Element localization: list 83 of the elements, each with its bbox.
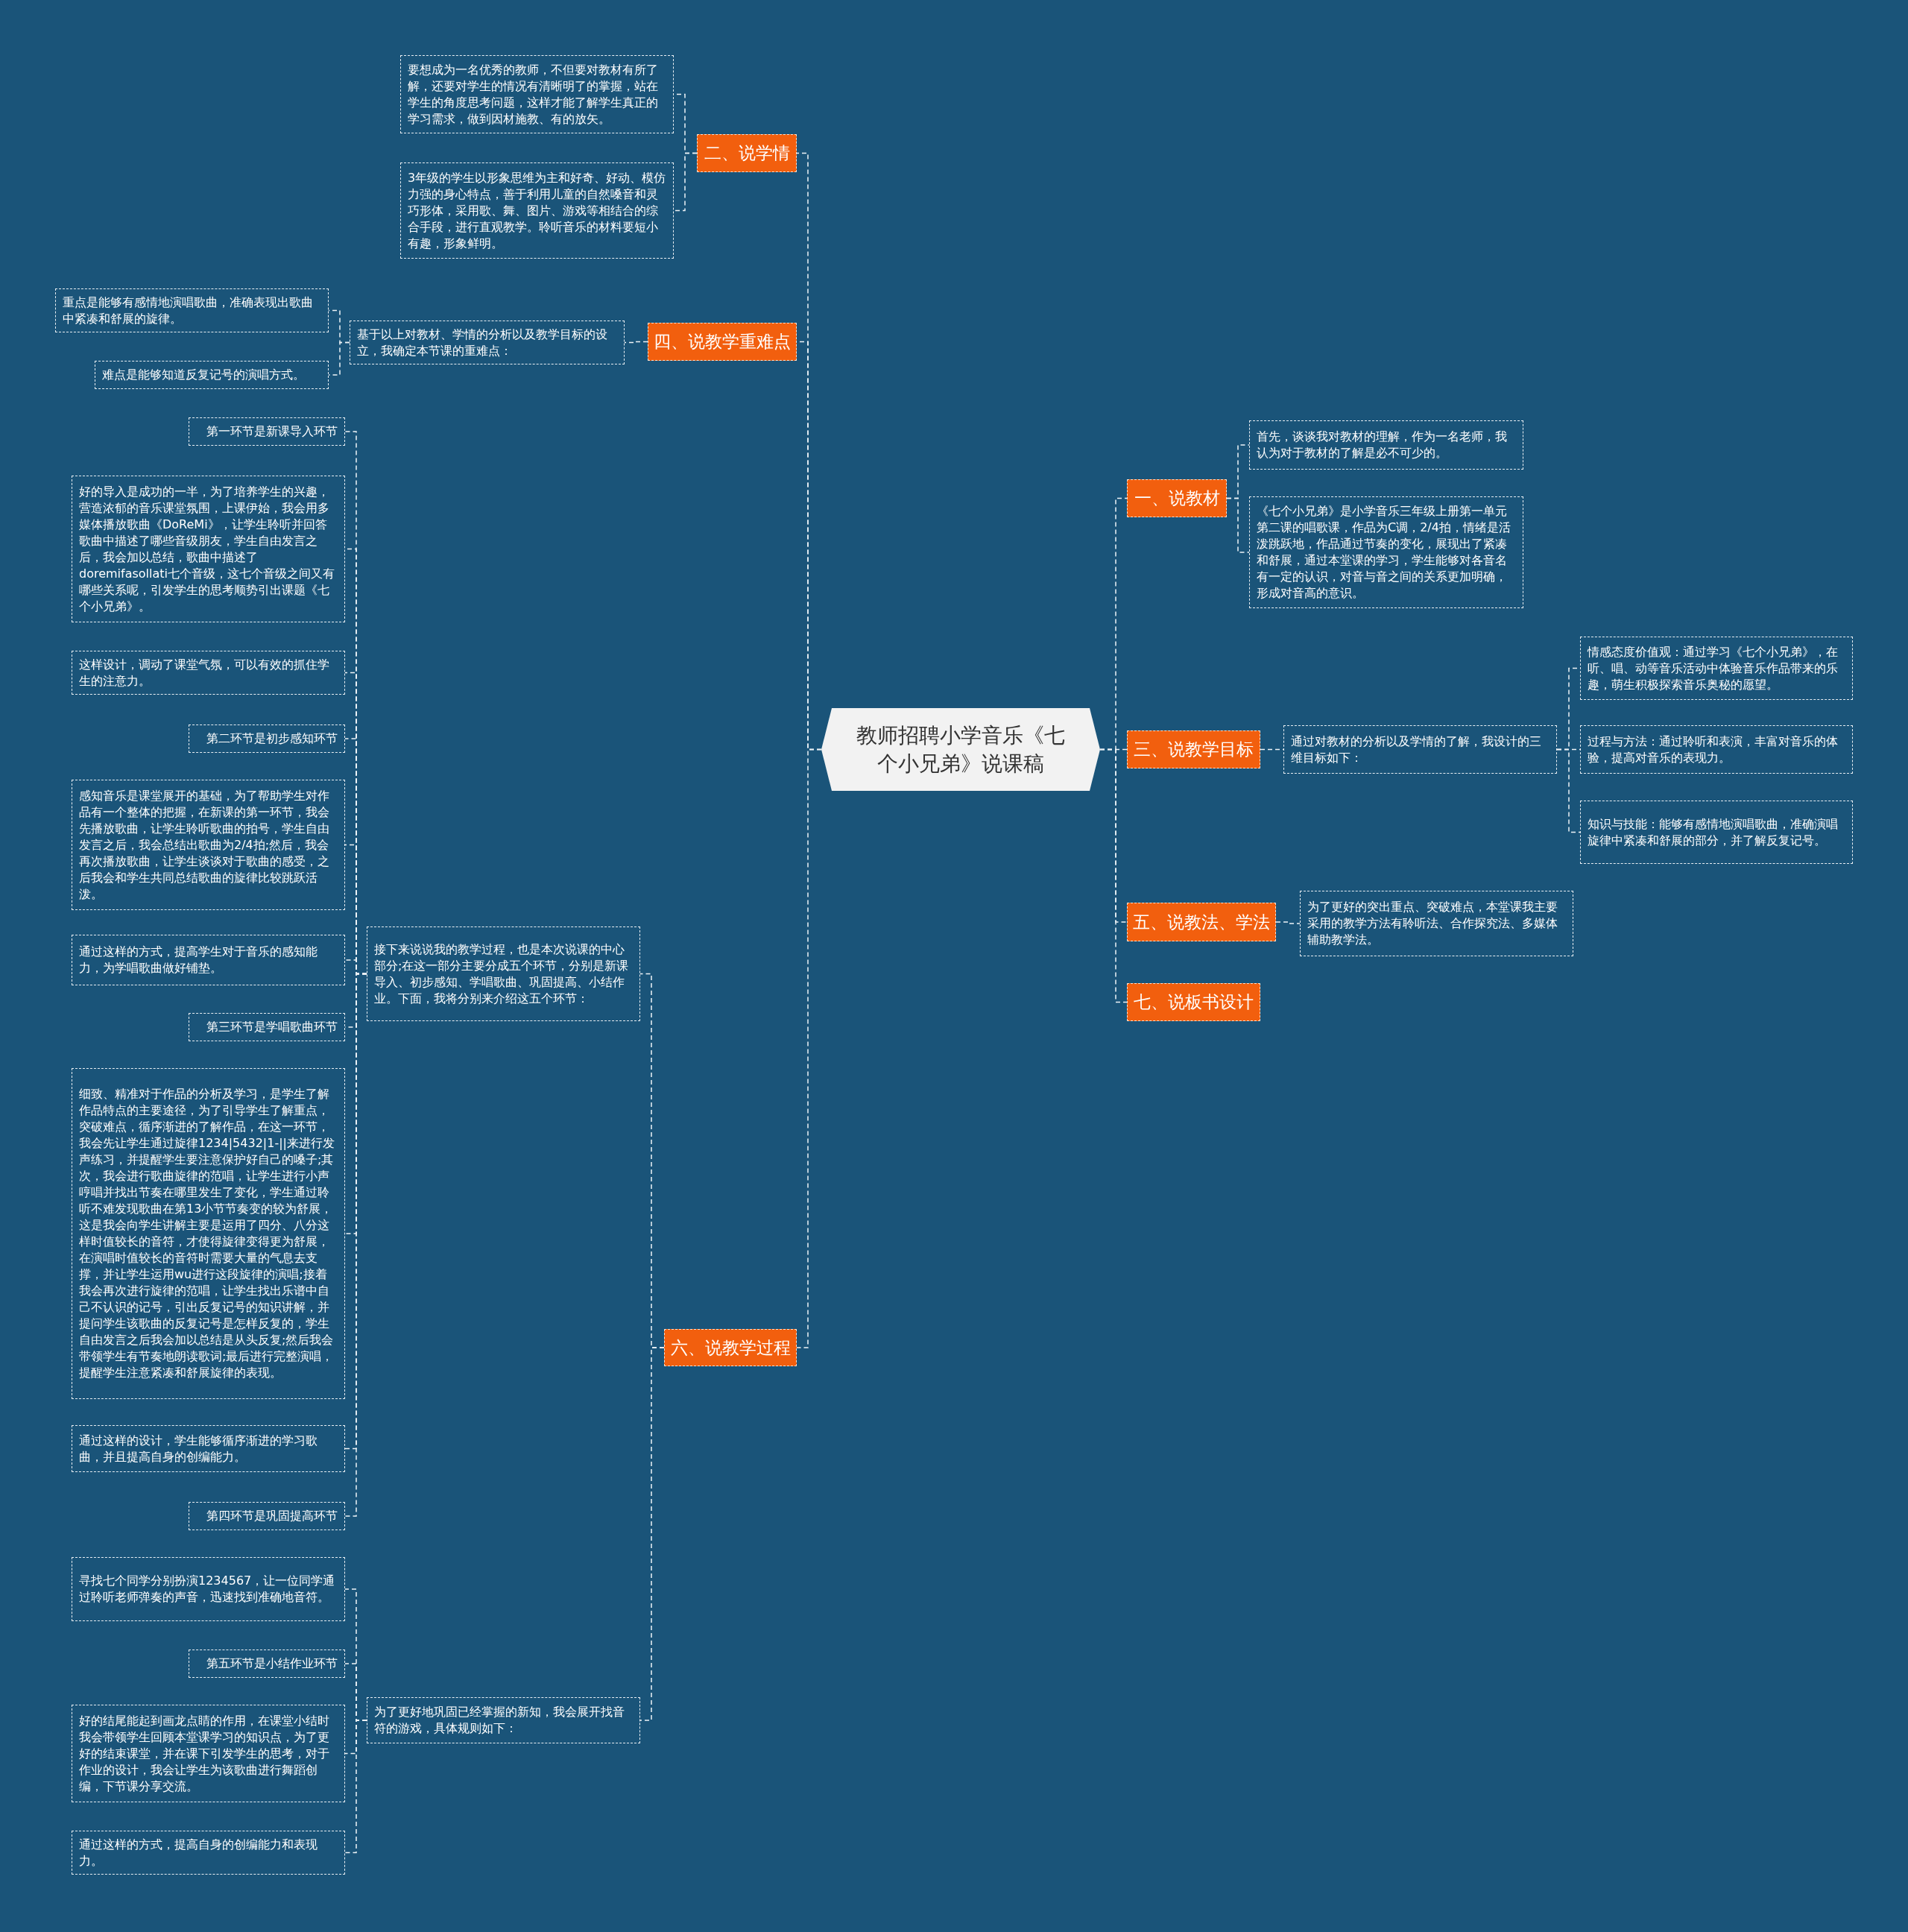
note-box xyxy=(189,1650,345,1678)
topic-text: 六、说教学过程 xyxy=(670,1336,791,1359)
note-text: 要想成为一名优秀的教师，不但要对教材有所了解，还要对学生的情况有清晰明了的掌握，站在学生的角度思考问题，这样才能了解学生真正的学习需求，做到因材施教、有的放矢。 xyxy=(408,61,659,127)
note-text: 难点是能够知道反复记号的演唱方式。 xyxy=(102,367,305,383)
connector-line xyxy=(673,152,698,212)
note-box xyxy=(72,1425,345,1472)
note-box xyxy=(1249,496,1523,608)
topic-box xyxy=(1127,730,1260,768)
topic-box xyxy=(1127,983,1260,1021)
note-text: 通过这样的方式，提高学生对于音乐的感知能力，为学唱歌曲做好铺垫。 xyxy=(79,944,318,976)
note-box xyxy=(189,1502,345,1530)
note-box xyxy=(350,321,625,364)
note-box xyxy=(1580,725,1853,774)
topic-text: 二、说学情 xyxy=(704,142,790,164)
note-text: 好的导入是成功的一半，为了培养学生的兴趣，营造浓郁的音乐课堂氛围，上课伊始，我会用多媒体播放歌曲《DoReMi》，让学生聆听并回答歌曲中描述了哪些音级朋友，学生自由发言之后，我会加以总结，歌曲中描述了doremifasollati七个音级，这七个音级之间又有哪些关系呢，引发学生的思考顺势引出课题《七个小兄弟》。 xyxy=(79,483,336,615)
note-box xyxy=(189,417,345,446)
note-box xyxy=(1300,891,1573,956)
connector-line xyxy=(1260,748,1284,751)
topic-box xyxy=(1127,479,1227,517)
connector-line xyxy=(639,1347,665,1721)
note-box xyxy=(95,361,329,389)
note-text: 重点是能够有感情地演唱歌曲，准确表现出歌曲中紧凑和舒展的旋律。 xyxy=(63,294,314,327)
note-box xyxy=(189,1013,345,1041)
note-text: 好的结尾能起到画龙点睛的作用，在课堂小结时我会带领学生回顾本堂课学习的知识点，为了更好的结束课堂，并在课下引发学生的思考，对于作业的设计，我会让学生为该歌曲进行舞蹈创编，下节课分享交流。 xyxy=(79,1712,330,1795)
note-text: 知识与技能：能够有感情地演唱歌曲，准确演唱旋律中紧凑和舒展的部分，并了解反复记号。 xyxy=(1588,815,1839,849)
note-box xyxy=(400,55,674,133)
note-text: 首先，谈谈我对教材的理解，作为一名老师，我认为对于教材的了解是必不可少的。 xyxy=(1257,429,1508,461)
note-text: 接下来说说我的教学过程，也是本次说课的中心部分;在这一部分主要分成五个环节，分别是新课导入、初步感知、学唱歌曲、巩固提高、小结作业。下面，我将分别来介绍这五个环节： xyxy=(374,941,630,1007)
note-text: 为了更好的突出重点、突破难点，本堂课我主要采用的教学方法有聆听法、合作探究法、多媒体辅助教学法。 xyxy=(1307,899,1558,948)
connector-line xyxy=(624,341,648,344)
note-box xyxy=(367,926,640,1021)
note-text: 感知音乐是课堂展开的基础，为了帮助学生对作品有一个整体的把握，在新课的第一环节，我会先播放歌曲，让学生聆听歌曲的拍号，学生自由发言之后，我会总结出歌曲为2/4拍;然后，我会再次播放歌曲，让学生谈谈对于歌曲的感受，之后我会和学生共同总结歌曲的旋律比较跳跃活泼。 xyxy=(79,787,330,903)
connector-line xyxy=(1226,497,1250,553)
title-text: 教师招聘小学音乐《七个小兄弟》说课稿 xyxy=(856,722,1066,777)
connector-line xyxy=(1099,748,1128,1003)
note-text: 第三环节是学唱歌曲环节 xyxy=(206,1019,338,1035)
topic-box xyxy=(664,1329,797,1366)
topic-text: 一、说教材 xyxy=(1134,487,1220,509)
note-text: 细致、精准对于作品的分析及学习，是学生了解作品特点的主要途径，为了引导学生了解重点，突破难点，循序渐进的了解作品，在这一环节，我会先让学生通过旋律1234|5432|1-||来进行发声练习，并提醒学生要注意保护好自己的嗓子;其次，我会进行歌曲旋律的范唱，让学生进行小声哼唱并找出节奏在哪里发生了变化，学生通过聆听不难发现歌曲在第13小节节奏变的较为舒展，这是我会向学生讲解主要是运用了四分、八分这样时值较长的音符，才使得旋律变得更为舒展，在演唱时值较长的音符时需要大量的气息去支撑，并让学生运用wu进行这段旋律的演唱;接着我会再次进行旋律的范唱，让学生找出乐谱中自己不认识的记号，引出反复记号的知识讲解，并提问学生该歌曲的反复记号是怎样反复的，学生自由发言之后我会加以总结是从头反复;然后我会带领学生有节奏地朗读歌词;最后进行完整演唱，提醒学生注意紧凑和舒展旋律的表现。 xyxy=(79,1086,335,1381)
note-box xyxy=(1283,725,1557,774)
note-text: 3年级的学生以形象思维为主和好奇、好动、模仿力强的身心特点，善于利用儿童的自然嗓音和灵巧形体，采用歌、舞、图片、游戏等相结合的综合手段，进行直观教学。聆听音乐的材料要短小有趣，形象鲜明。 xyxy=(408,169,666,252)
topic-box xyxy=(1127,903,1276,941)
note-text: 通过这样的设计，学生能够循序渐进的学习歌曲，并且提高自身的创编能力。 xyxy=(79,1432,318,1465)
topic-text: 七、说板书设计 xyxy=(1134,991,1254,1013)
note-text: 《七个小兄弟》是小学音乐三年级上册第一单元第二课的唱歌课，作品为C调，2/4拍，情绪是活泼跳跃地，作品通过节奏的变化，展现出了紧凑和舒展，通过本堂课的学习，学生能够对各音名有一定的认识，对音与音之间的关系更加明确，形成对音高的意识。 xyxy=(1257,503,1511,602)
connector-line xyxy=(1275,921,1301,924)
topic-box xyxy=(648,323,797,361)
note-text: 基于以上对教材、学情的分析以及教学目标的设立，我确定本节课的重难点： xyxy=(357,326,608,359)
note-text: 第五环节是小结作业环节 xyxy=(206,1655,338,1672)
note-box xyxy=(72,780,345,910)
note-box xyxy=(189,724,345,753)
connector-line xyxy=(1556,748,1581,833)
note-box xyxy=(1580,801,1853,864)
note-text: 为了更好地巩固已经掌握的新知，我会展开找音符的游戏，具体规则如下： xyxy=(374,1704,625,1737)
note-text: 情感态度价值观：通过学习《七个小兄弟》，在听、唱、动等音乐活动中体验音乐作品带来的乐趣，萌生积极探索音乐奥秘的愿望。 xyxy=(1588,643,1839,693)
note-box xyxy=(1249,420,1523,470)
connector-line xyxy=(328,341,350,376)
note-box xyxy=(72,1068,345,1399)
note-box xyxy=(367,1697,640,1743)
note-box xyxy=(72,1557,345,1621)
note-text: 第二环节是初步感知环节 xyxy=(206,730,338,747)
note-text: 寻找七个同学分别扮演1234567，让一位同学通过聆听老师弹奏的声音，迅速找到准确地音符。 xyxy=(79,1573,336,1606)
note-text: 这样设计，调动了课堂气氛，可以有效的抓住学生的注意力。 xyxy=(79,656,330,689)
topic-text: 五、说教法、学法 xyxy=(1133,911,1270,933)
note-box xyxy=(72,935,345,985)
topic-box xyxy=(697,134,797,172)
note-text: 通过这样的方式，提高自身的创编能力和表现力。 xyxy=(79,1836,318,1869)
note-box xyxy=(55,288,329,332)
connector-line xyxy=(796,748,822,1348)
note-text: 过程与方法：通过聆听和表演，丰富对音乐的体验，提高对音乐的表现力。 xyxy=(1588,733,1839,766)
central-topic xyxy=(821,708,1100,791)
connector-line xyxy=(344,1720,367,1854)
note-box xyxy=(72,1705,345,1802)
note-text: 通过对教材的分析以及学情的了解，我设计的三维目标如下： xyxy=(1291,733,1542,766)
note-text: 第四环节是巩固提高环节 xyxy=(206,1508,338,1524)
topic-text: 三、说教学目标 xyxy=(1134,739,1254,760)
note-box xyxy=(72,1831,345,1875)
topic-text: 四、说教学重难点 xyxy=(654,331,791,353)
note-box xyxy=(72,476,345,622)
note-box xyxy=(1580,637,1853,700)
note-box xyxy=(72,651,345,695)
note-text: 第一环节是新课导入环节 xyxy=(206,423,338,440)
note-box xyxy=(400,162,674,259)
